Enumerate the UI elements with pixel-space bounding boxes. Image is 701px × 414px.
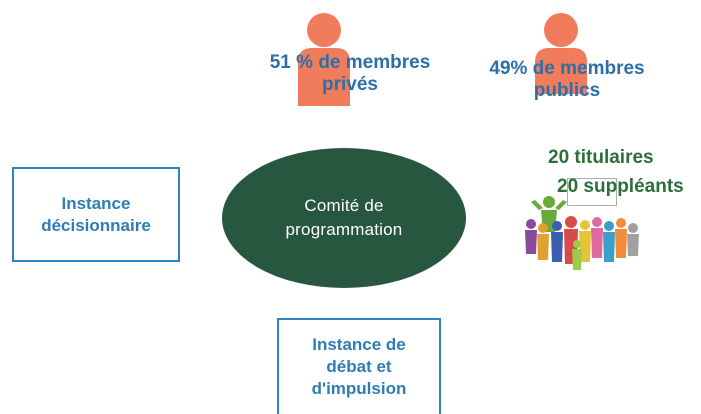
person-icon-private — [298, 13, 350, 106]
debate-instance-label: Instance de débat et d'impulsion — [311, 335, 407, 398]
decision-instance-label: Instance décisionnaire — [41, 193, 151, 235]
decision-instance-box: Instance décisionnaire — [12, 167, 180, 262]
committee-ellipse: Comité de programmation — [222, 148, 466, 288]
suppleants-frame — [567, 178, 617, 206]
private-members-label: 51 % de membres privés — [269, 52, 431, 95]
committee-label: Comité de programmation — [285, 196, 403, 239]
public-members-label: 49% de membres publics — [489, 58, 645, 101]
person-icon-public — [535, 13, 587, 94]
debate-instance-box: Instance de débat et d'impulsion — [277, 318, 441, 414]
titulaires-count: 20 titulaires — [548, 147, 654, 168]
suppleants-count: 20 suppléants — [557, 176, 684, 197]
group-people-icon — [525, 196, 639, 270]
